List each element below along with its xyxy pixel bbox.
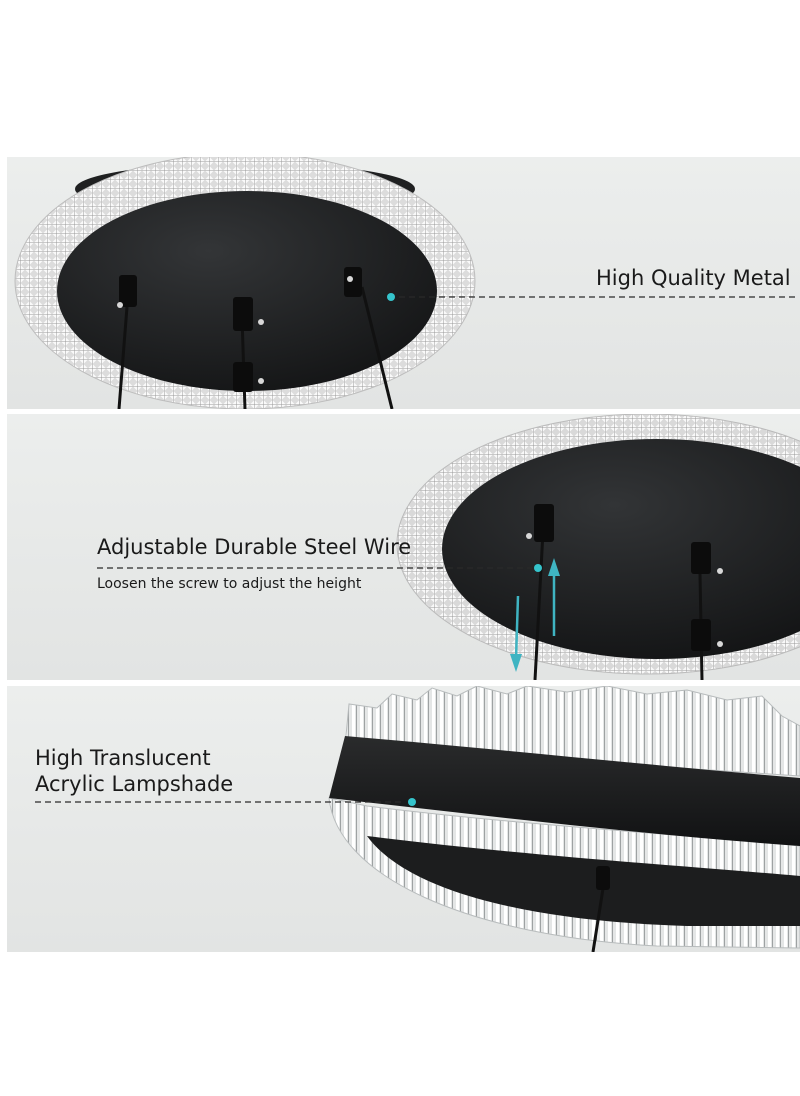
up-down-arrows-icon bbox=[510, 558, 560, 672]
ring-inner bbox=[367, 836, 800, 926]
wire-connector bbox=[596, 866, 610, 890]
wire-connector bbox=[233, 297, 253, 331]
wire-connector bbox=[691, 542, 711, 574]
wire-connector bbox=[534, 504, 554, 542]
lampshade-illustration bbox=[35, 686, 800, 952]
metal-plate bbox=[442, 439, 800, 659]
panel-acrylic-lampshade: High Translucent Acrylic Lampshade bbox=[7, 686, 800, 952]
metal-plate bbox=[57, 191, 437, 391]
wire-connector bbox=[233, 362, 253, 392]
panel-adjustable-steel-wire: Adjustable Durable Steel Wire Loosen the… bbox=[7, 414, 800, 680]
callout-wire-subtitle: Loosen the screw to adjust the height bbox=[97, 576, 362, 592]
panel-high-quality-metal: High Quality Metal bbox=[7, 157, 800, 409]
steel-wire bbox=[533, 531, 545, 680]
lamp-canopy-illustration bbox=[14, 157, 797, 409]
callout-metal-title: High Quality Metal bbox=[596, 266, 791, 290]
steel-wire bbox=[360, 286, 394, 409]
callout-dot bbox=[534, 564, 542, 572]
callout-dot bbox=[408, 798, 416, 806]
callout-wire-title: Adjustable Durable Steel Wire bbox=[97, 535, 412, 559]
metal-band bbox=[329, 736, 800, 846]
callout-dot bbox=[387, 293, 395, 301]
lamp-wire-illustration bbox=[97, 414, 800, 680]
wire-connector bbox=[119, 275, 137, 307]
callout-shade-title-line2: Acrylic Lampshade bbox=[35, 772, 234, 796]
wire-connector bbox=[691, 619, 711, 651]
wire-connector bbox=[344, 267, 362, 297]
steel-wire bbox=[117, 306, 129, 409]
callout-shade-title-line1: High Translucent bbox=[35, 746, 211, 770]
